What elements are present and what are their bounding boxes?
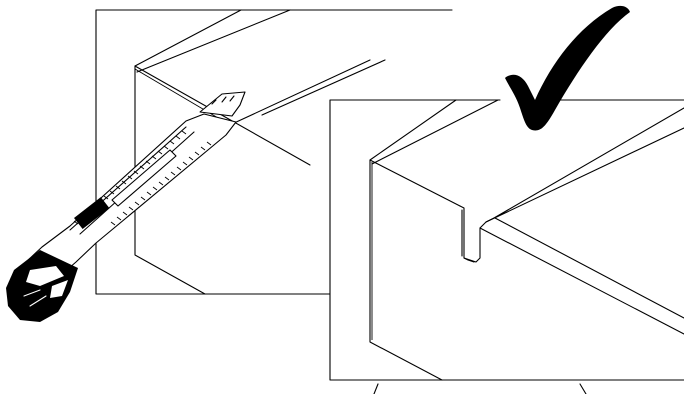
box-lid-seam xyxy=(137,10,385,124)
box-opened-correctly-panel xyxy=(330,100,684,394)
panel-frame-right xyxy=(330,100,684,380)
utility-knife-icon xyxy=(6,92,245,322)
checkmark-icon xyxy=(505,6,630,131)
knife-blade xyxy=(200,92,245,116)
box-being-cut-panel xyxy=(96,10,452,294)
panel-frame-left xyxy=(96,10,452,294)
box-top-edge-right xyxy=(370,100,460,206)
box-lid-seam-right xyxy=(372,100,498,164)
box-corner-right xyxy=(370,160,442,380)
cut-slit xyxy=(460,206,494,262)
box-top-edge xyxy=(135,10,310,165)
